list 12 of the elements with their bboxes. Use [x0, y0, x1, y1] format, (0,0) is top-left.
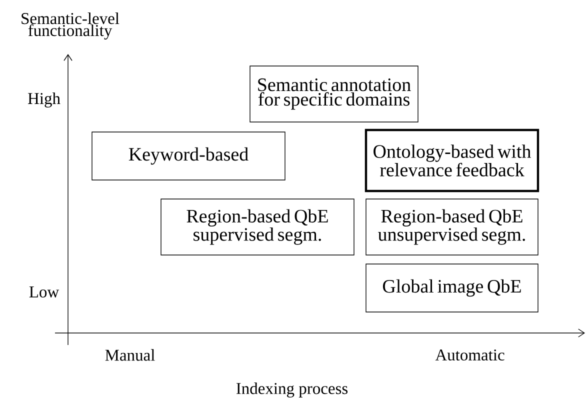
axis-label: Indexing process — [236, 382, 348, 398]
axis-label: Automatic — [435, 349, 504, 361]
axis-label: High — [28, 92, 60, 108]
axis-label: Low — [29, 286, 60, 298]
process-box: Region-based QbE supervised segm. — [160, 198, 354, 256]
process-box: Semantic annotation for specific domains — [250, 66, 418, 122]
axis-label: Semantic-level functionality — [22, 12, 120, 40]
process-box: Region-based QbE unsupervised segm. — [366, 198, 538, 256]
process-box: Ontology-based with relevance feedback — [364, 128, 540, 192]
process-box: Global image QbE — [366, 264, 538, 312]
process-box: Keyword-based — [92, 132, 286, 180]
axis-label: Manual — [105, 349, 155, 361]
